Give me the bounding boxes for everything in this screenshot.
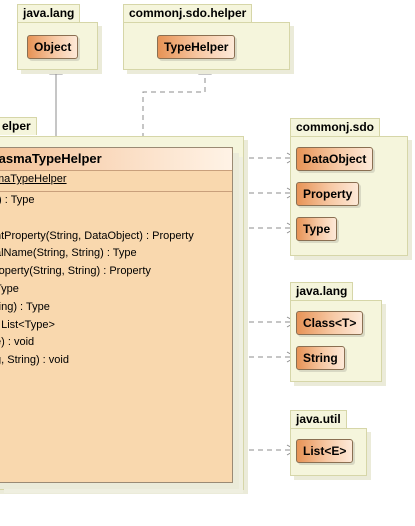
package-tab-local: elper bbox=[0, 117, 37, 135]
operation-row: Type bbox=[0, 282, 19, 295]
class-string[interactable]: String bbox=[296, 346, 345, 370]
class-object[interactable]: Object bbox=[27, 35, 79, 59]
operations-compartment: t) : Type ntProperty(String, DataObject)… bbox=[0, 192, 232, 370]
operation-row: g, String) : void bbox=[0, 354, 69, 367]
class-name: lasmaTypeHelper bbox=[0, 148, 232, 171]
class-typehelper[interactable]: TypeHelper bbox=[157, 35, 236, 59]
class-plasma-type-helper[interactable]: lasmaTypeHelper maTypeHelper t) : Type n… bbox=[0, 147, 233, 483]
package-tab-java-lang-top: java.lang bbox=[17, 4, 81, 22]
package-tab-commonj-sdo: commonj.sdo bbox=[290, 118, 381, 136]
operation-row bbox=[0, 210, 232, 228]
realization-line-typehelper bbox=[142, 74, 206, 147]
operation-row: roperty(String, String) : Property bbox=[0, 265, 151, 278]
package-tab-java-util: java.util bbox=[290, 410, 347, 428]
attribute-row: maTypeHelper bbox=[0, 173, 67, 185]
operation-row: ntProperty(String, DataObject) : Propert… bbox=[0, 229, 194, 242]
operation-row: List<Type> bbox=[0, 318, 55, 331]
operation-row: t) : Type bbox=[0, 194, 35, 206]
class-dataobject[interactable]: DataObject bbox=[296, 147, 374, 171]
operation-row: alName(String, String) : Type bbox=[0, 247, 137, 260]
attributes-compartment: maTypeHelper bbox=[0, 171, 232, 192]
package-tab-commonj-sdo-helper: commonj.sdo.helper bbox=[123, 4, 253, 22]
class-type[interactable]: Type bbox=[296, 217, 338, 241]
class-list-e[interactable]: List<E> bbox=[296, 439, 354, 463]
operation-row: ring) : Type bbox=[0, 300, 50, 313]
class-class-t[interactable]: Class<T> bbox=[296, 311, 364, 335]
class-property[interactable]: Property bbox=[296, 182, 360, 206]
operation-row: e) : void bbox=[0, 336, 35, 349]
package-tab-java-lang-right: java.lang bbox=[290, 282, 354, 300]
